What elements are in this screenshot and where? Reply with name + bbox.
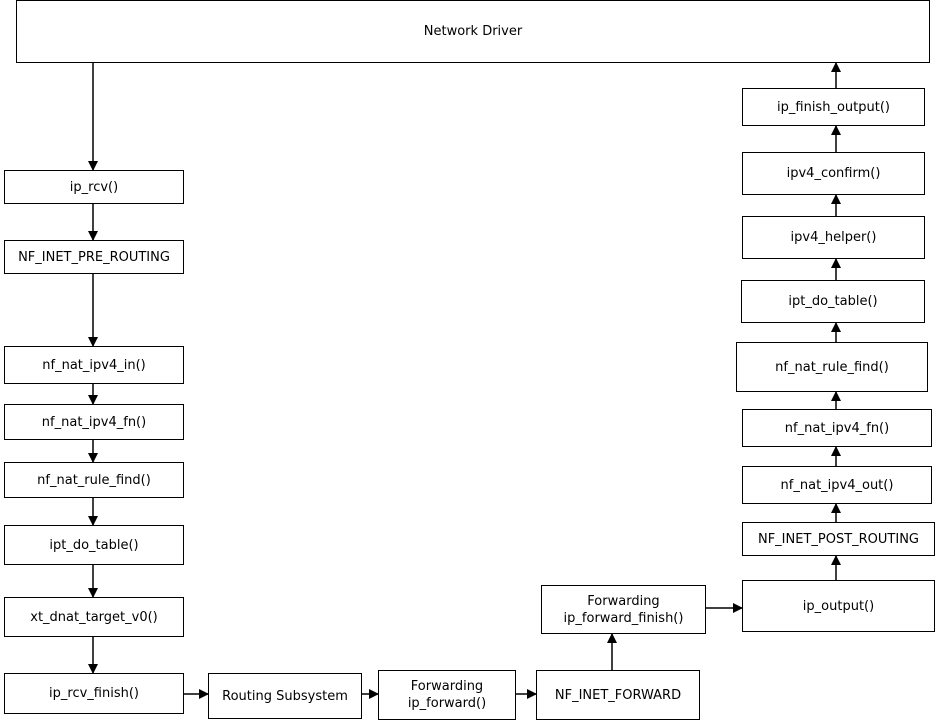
post-routing-box: NF_INET_POST_ROUTING: [742, 522, 935, 556]
ipt-do-table-in-box: ipt_do_table(): [4, 525, 184, 565]
dnat-target-label: xt_dnat_target_v0(): [30, 609, 158, 625]
ip-forward-box: Forwarding ip_forward(): [378, 670, 516, 720]
ipt-do-table-out-box: ipt_do_table(): [741, 280, 925, 323]
routing-subsystem-label: Routing Subsystem: [222, 688, 348, 704]
pre-routing-box: NF_INET_PRE_ROUTING: [4, 240, 184, 274]
ipv4-helper-label: ipv4_helper(): [790, 230, 877, 245]
ip-finish-output-label: ip_finish_output(): [777, 99, 890, 115]
nat-ipv4-in-label: nf_nat_ipv4_in(): [42, 357, 146, 373]
nat-ipv4-fn-out-label: nf_nat_ipv4_fn(): [784, 420, 890, 436]
ip-rcv-box: ip_rcv(): [4, 170, 184, 204]
ipt-do-table-out-label: ipt_do_table(): [788, 294, 878, 309]
ip-forward-title: Forwarding: [410, 679, 484, 694]
ipt-do-table-in-label: ipt_do_table(): [49, 537, 139, 553]
ip-forward-label: ip_forward(): [407, 696, 487, 711]
nat-rule-find-in-label: nf_nat_rule_find(): [37, 472, 151, 488]
network-driver-box: Network Driver: [16, 0, 930, 63]
nat-ipv4-in-box: nf_nat_ipv4_in(): [4, 346, 184, 384]
nat-ipv4-fn-in-box: nf_nat_ipv4_fn(): [4, 404, 184, 440]
post-routing-label: NF_INET_POST_ROUTING: [757, 531, 920, 547]
ip-rcv-finish-label: ip_rcv_finish(): [49, 686, 139, 701]
ipv4-confirm-box: ipv4_confirm(): [742, 152, 925, 195]
nf-inet-forward-box: NF_INET_FORWARD: [536, 670, 700, 720]
network-driver-label: Network Driver: [423, 24, 523, 39]
nat-rule-find-out-label: nf_nat_rule_find(): [775, 359, 889, 375]
ip-output-label: ip_output(): [802, 598, 875, 614]
nat-rule-find-in-box: nf_nat_rule_find(): [4, 462, 184, 498]
ip-finish-output-box: ip_finish_output(): [742, 88, 925, 126]
routing-subsystem-box: Routing Subsystem: [208, 673, 362, 719]
ipv4-helper-box: ipv4_helper(): [742, 216, 925, 259]
ip-rcv-label: ip_rcv(): [69, 179, 119, 195]
ip-rcv-finish-box: ip_rcv_finish(): [4, 673, 184, 714]
ip-forward-finish-title: Forwarding: [587, 593, 660, 609]
nat-ipv4-out-box: nf_nat_ipv4_out(): [742, 466, 932, 504]
dnat-target-box: xt_dnat_target_v0(): [4, 597, 184, 637]
ip-output-box: ip_output(): [742, 580, 935, 632]
ipv4-confirm-label: ipv4_confirm(): [786, 166, 881, 181]
ip-forward-finish-box: Forwarding ip_forward_finish(): [541, 585, 706, 634]
pre-routing-label: NF_INET_PRE_ROUTING: [18, 249, 170, 265]
nat-rule-find-out-box: nf_nat_rule_find(): [736, 342, 928, 392]
nf-inet-forward-label: NF_INET_FORWARD: [554, 687, 682, 703]
ip-forward-finish-label: ip_forward_finish(): [563, 610, 684, 626]
nat-ipv4-out-label: nf_nat_ipv4_out(): [780, 477, 894, 493]
nat-ipv4-fn-in-label: nf_nat_ipv4_fn(): [41, 414, 147, 430]
